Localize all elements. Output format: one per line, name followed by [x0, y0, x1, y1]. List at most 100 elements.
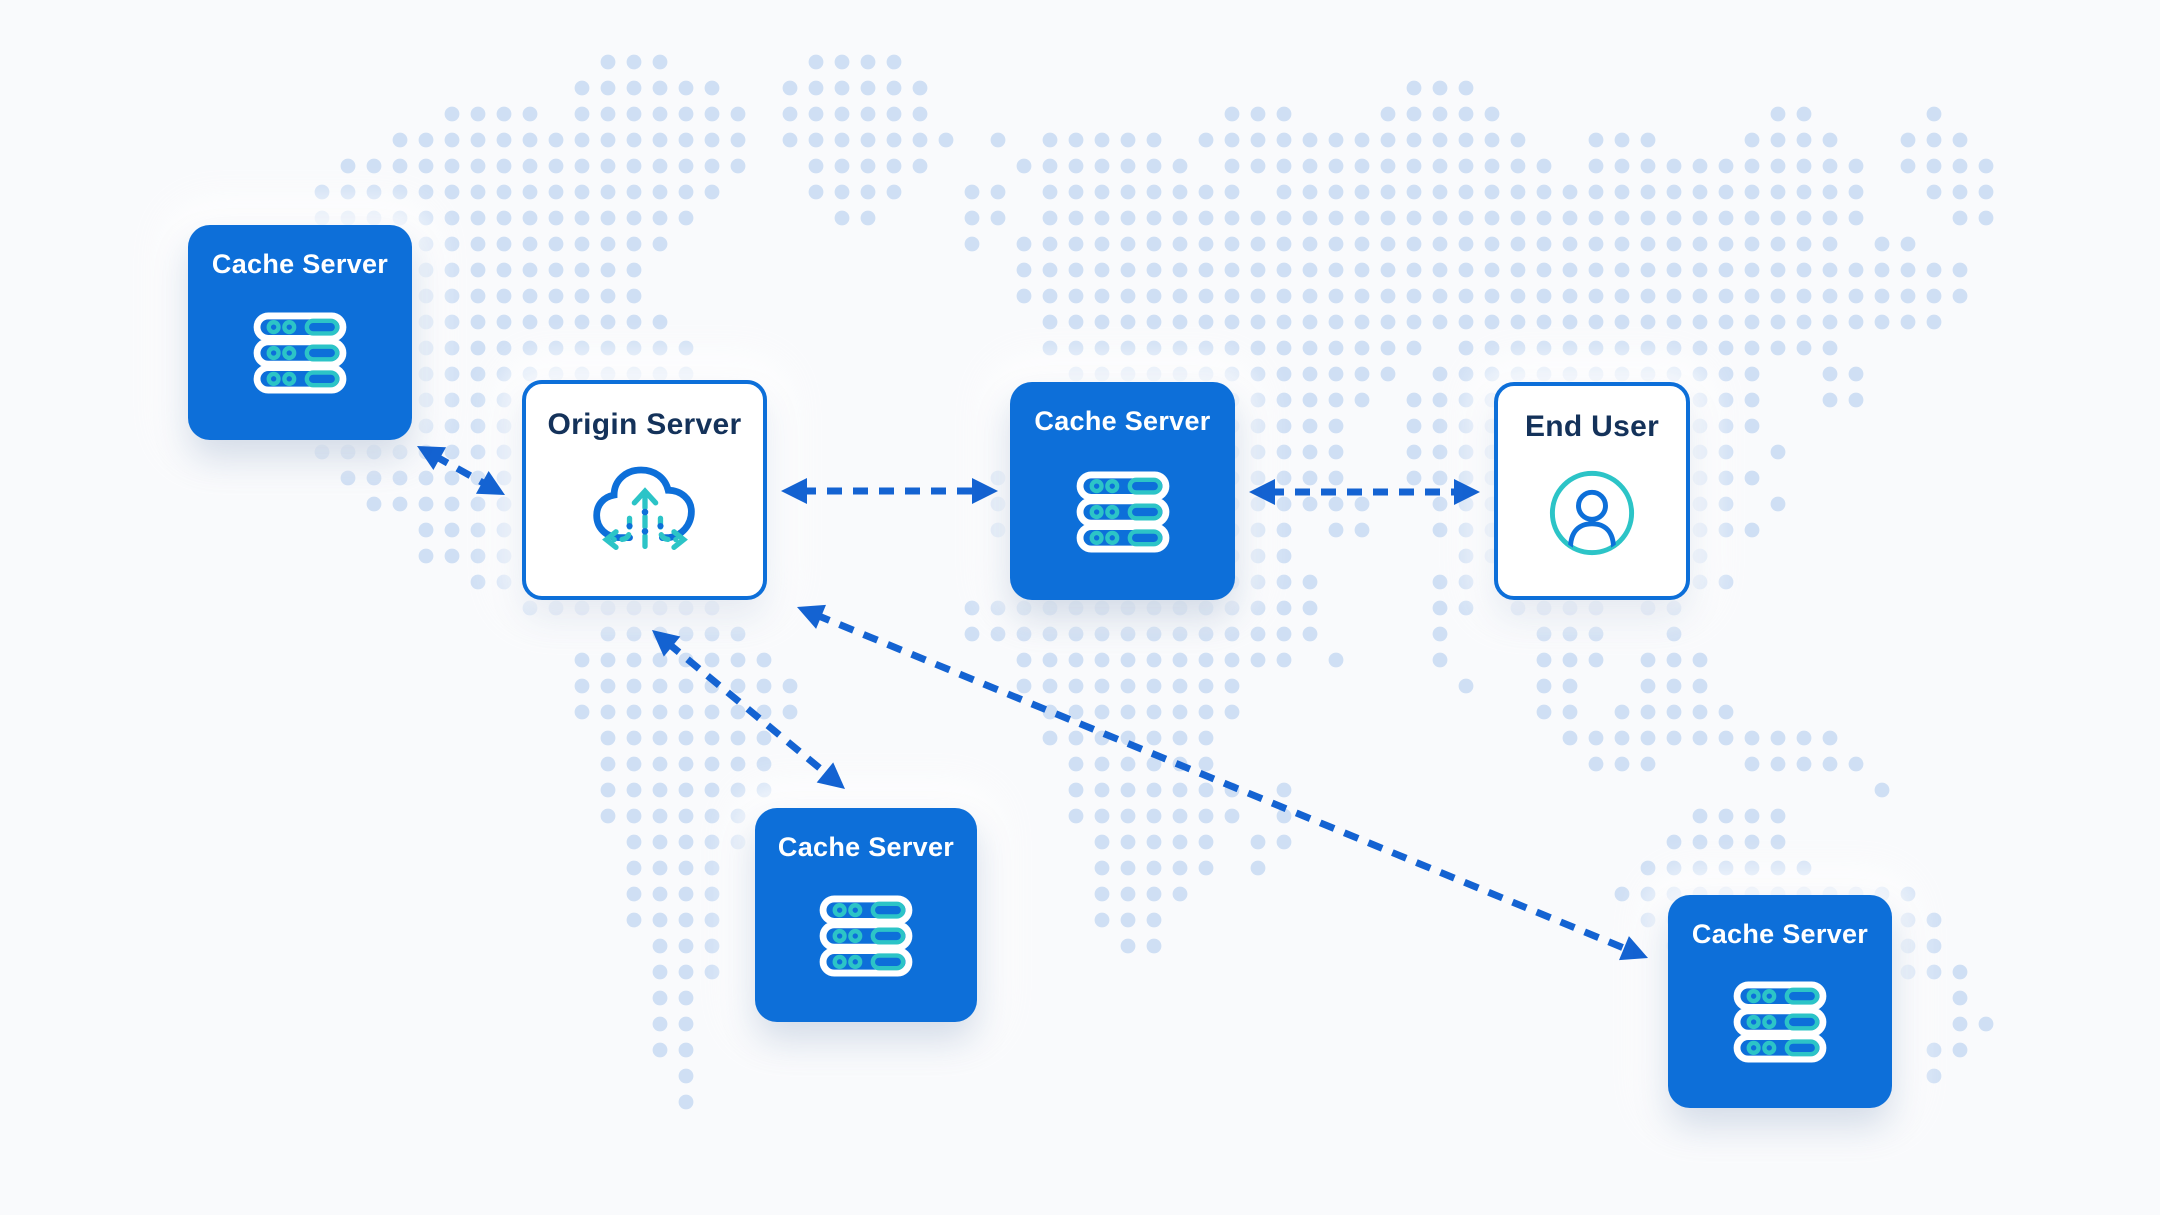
map-dot — [548, 210, 564, 226]
map-dot — [1146, 938, 1162, 954]
map-dot — [470, 158, 486, 174]
map-dot — [1744, 366, 1760, 382]
map-dot — [1926, 964, 1942, 980]
map-dot — [600, 808, 616, 824]
map-dot — [1458, 678, 1474, 694]
map-dot — [1952, 132, 1968, 148]
map-dot — [990, 132, 1006, 148]
map-dot — [600, 704, 616, 720]
map-dot — [652, 964, 668, 980]
map-dot — [1848, 210, 1864, 226]
map-dot — [1458, 392, 1474, 408]
node-end-user: End User — [1494, 382, 1690, 600]
map-dot — [574, 314, 590, 330]
map-dot — [652, 132, 668, 148]
map-dot — [1068, 262, 1084, 278]
map-dot — [1718, 314, 1734, 330]
map-dot — [1250, 600, 1266, 616]
map-dot — [1406, 340, 1422, 356]
map-dot — [1328, 392, 1344, 408]
map-dot — [782, 106, 798, 122]
map-dot — [470, 184, 486, 200]
map-dot — [600, 756, 616, 772]
map-dot — [1276, 262, 1292, 278]
map-dot — [1692, 808, 1708, 824]
map-dot — [1224, 236, 1240, 252]
map-dot — [678, 990, 694, 1006]
map-dot — [1640, 314, 1656, 330]
map-dot — [1302, 470, 1318, 486]
map-dot — [1926, 912, 1942, 928]
map-dot — [1952, 184, 1968, 200]
map-dot — [1614, 210, 1630, 226]
map-dot — [1718, 158, 1734, 174]
map-dot — [1094, 912, 1110, 928]
map-dot — [1692, 262, 1708, 278]
map-dot — [1042, 236, 1058, 252]
map-dot — [1146, 756, 1162, 772]
map-dot — [1224, 340, 1240, 356]
map-dot — [1406, 262, 1422, 278]
map-dot — [626, 678, 642, 694]
map-dot — [444, 210, 460, 226]
map-dot — [1952, 158, 1968, 174]
map-dot — [1952, 262, 1968, 278]
map-dot — [678, 340, 694, 356]
map-dot — [912, 158, 928, 174]
map-dot — [600, 236, 616, 252]
map-dot — [1432, 158, 1448, 174]
map-dot — [1718, 288, 1734, 304]
map-dot — [600, 652, 616, 668]
map-dot — [1458, 80, 1474, 96]
map-dot — [600, 158, 616, 174]
map-dot — [1848, 288, 1864, 304]
map-dot — [678, 132, 694, 148]
map-dot — [1146, 652, 1162, 668]
map-dot — [1276, 392, 1292, 408]
map-dot — [1016, 288, 1032, 304]
map-dot — [1146, 626, 1162, 642]
map-dot — [990, 184, 1006, 200]
map-dot — [1614, 730, 1630, 746]
map-dot — [1146, 340, 1162, 356]
map-dot — [1120, 652, 1136, 668]
map-dot — [1822, 210, 1838, 226]
map-dot — [678, 158, 694, 174]
map-dot — [522, 184, 538, 200]
map-dot — [340, 470, 356, 486]
map-dot — [1302, 444, 1318, 460]
map-dot — [1380, 210, 1396, 226]
map-dot — [1198, 834, 1214, 850]
map-dot — [652, 678, 668, 694]
map-dot — [1432, 652, 1448, 668]
map-dot — [678, 80, 694, 96]
map-dot — [366, 470, 382, 486]
map-dot — [600, 626, 616, 642]
map-dot — [1718, 262, 1734, 278]
map-dot — [990, 210, 1006, 226]
map-dot — [1094, 314, 1110, 330]
map-dot — [1744, 236, 1760, 252]
map-dot — [1250, 106, 1266, 122]
map-dot — [1796, 236, 1812, 252]
map-dot — [1614, 314, 1630, 330]
map-dot — [1744, 730, 1760, 746]
map-dot — [1822, 756, 1838, 772]
map-dot — [1822, 392, 1838, 408]
map-dot — [470, 418, 486, 434]
map-dot — [1692, 678, 1708, 694]
map-dot — [1562, 314, 1578, 330]
map-dot — [366, 158, 382, 174]
map-dot — [1302, 236, 1318, 252]
map-dot — [1614, 886, 1630, 902]
map-dot — [1770, 210, 1786, 226]
map-dot — [1822, 158, 1838, 174]
map-dot — [1718, 236, 1734, 252]
map-dot — [1588, 314, 1604, 330]
map-dot — [1952, 210, 1968, 226]
map-dot — [470, 288, 486, 304]
map-dot — [1172, 158, 1188, 174]
map-dot — [1458, 418, 1474, 434]
map-dot — [1562, 678, 1578, 694]
map-dot — [1250, 236, 1266, 252]
